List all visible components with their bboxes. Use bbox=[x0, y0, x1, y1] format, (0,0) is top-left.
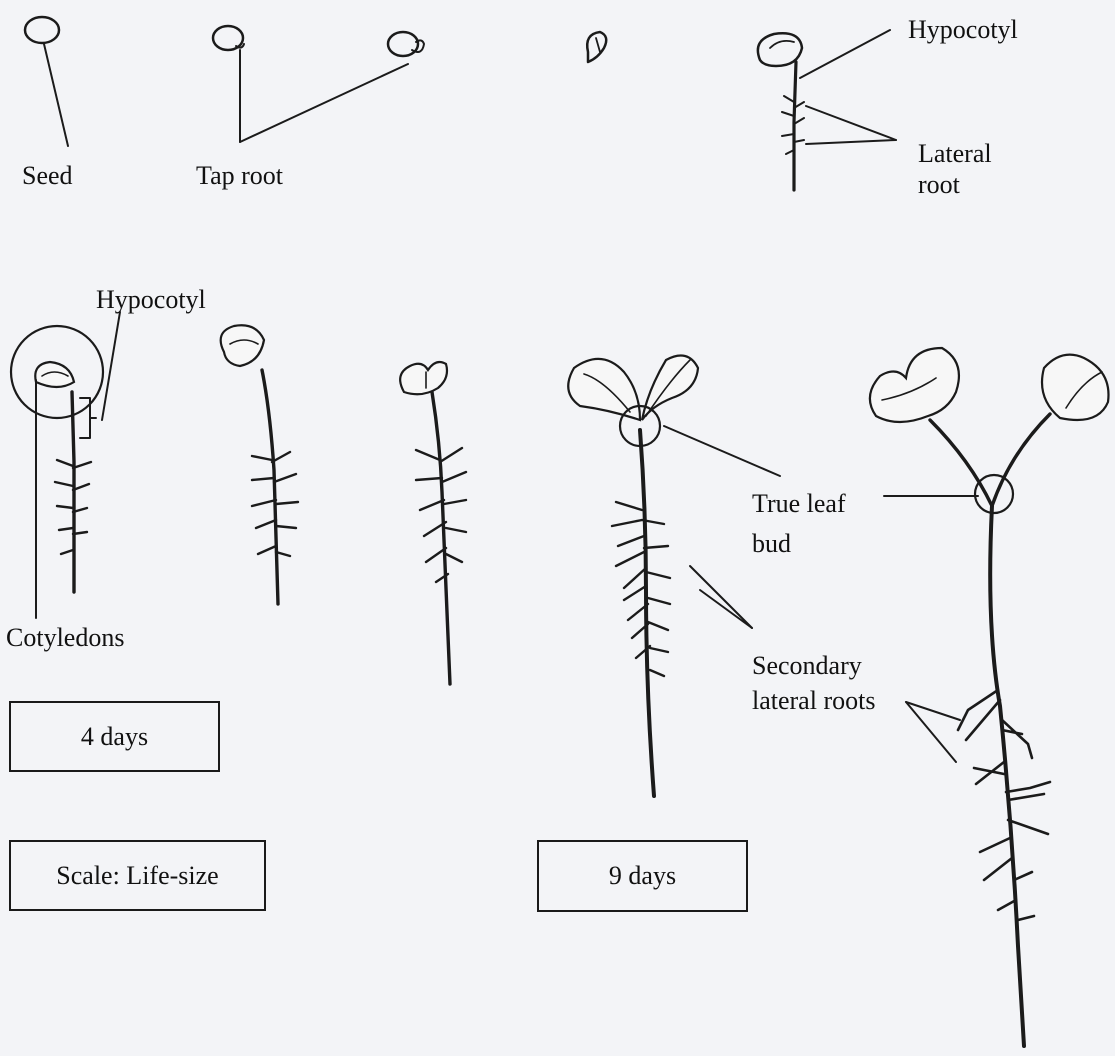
scale-box: Scale: Life-size bbox=[9, 840, 266, 911]
nine-days-box: 9 days bbox=[537, 840, 748, 912]
seed-stage-3 bbox=[388, 32, 424, 56]
secondary-lateral-roots-label: Secondary lateral roots bbox=[752, 648, 875, 718]
seed-label: Seed bbox=[22, 160, 73, 191]
seed-stage-2 bbox=[213, 26, 244, 50]
tap-root-label: Tap root bbox=[196, 160, 283, 191]
leader-lines-top bbox=[44, 30, 896, 146]
seedling-9day-a bbox=[568, 356, 698, 797]
lateral-root-label: Lateral root bbox=[918, 138, 992, 200]
four-days-box: 4 days bbox=[9, 701, 220, 772]
seedling-4day-c bbox=[400, 362, 466, 684]
seed-stage-4 bbox=[587, 32, 606, 62]
hypocotyl-label-top: Hypocotyl bbox=[908, 14, 1018, 45]
cotyledons-label: Cotyledons bbox=[6, 622, 124, 653]
hypocotyl-label-left: Hypocotyl bbox=[96, 284, 206, 315]
seedling-9day-b bbox=[870, 348, 1109, 1046]
seedling-4day-b bbox=[221, 325, 298, 604]
seedling-stage-5 bbox=[758, 33, 804, 190]
seedling-4day-a bbox=[11, 326, 103, 592]
true-leaf-bud-label: True leaf bud bbox=[752, 484, 846, 564]
seed-stage-1 bbox=[25, 17, 59, 43]
